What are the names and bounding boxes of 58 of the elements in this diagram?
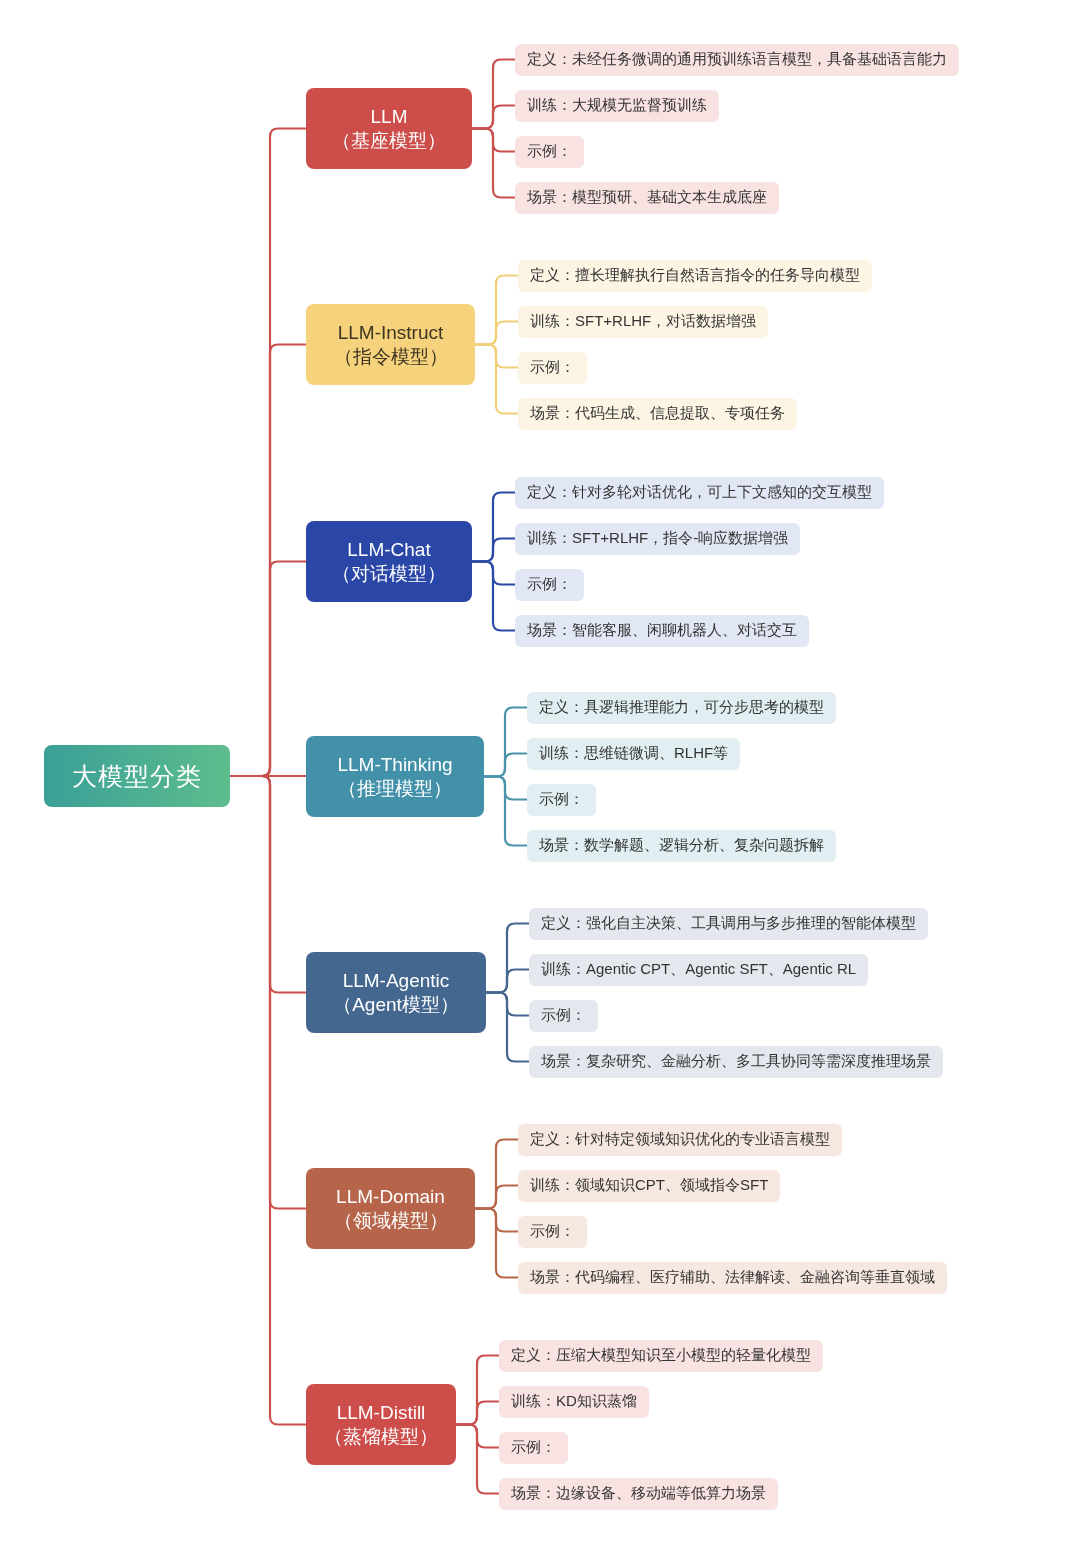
subtopic-node: 示例： — [529, 999, 598, 1032]
subtopic-node: 场景：数学解题、逻辑分析、复杂问题拆解 — [527, 829, 836, 862]
topic-title: LLM-Thinking — [337, 752, 453, 777]
brace-connector — [473, 1207, 520, 1279]
topic-subtitle: （推理模型） — [338, 776, 452, 801]
subtopic-node: 训练：Agentic CPT、Agentic SFT、Agentic RL — [529, 953, 869, 986]
subtopic-node: 训练：KD知识蒸馏 — [499, 1385, 649, 1418]
main-topic-node — [306, 1384, 456, 1465]
subtopic-node: 示例： — [527, 783, 596, 816]
main-topic-node — [306, 521, 472, 602]
subtopic-node: 示例： — [515, 135, 584, 168]
subtopic-node: 示例： — [499, 1431, 568, 1464]
subtopic-node: 定义：强化自主决策、工具调用与多步推理的智能体模型 — [529, 907, 928, 940]
brace-connector — [470, 560, 517, 632]
topic-title: LLM-Domain — [336, 1184, 445, 1209]
subtopic-node: 训练：思维链微调、RLHF等 — [527, 737, 741, 770]
subtopic-node: 场景：智能客服、闲聊机器人、对话交互 — [515, 614, 809, 647]
subtopic-node: 示例： — [518, 1215, 587, 1248]
main-topic-node — [306, 304, 475, 385]
topic-subtitle: （对话模型） — [332, 561, 446, 586]
subtopic-node: 训练：领域知识CPT、领域指令SFT — [518, 1169, 781, 1202]
subtopic-node: 定义：针对特定领域知识优化的专业语言模型 — [518, 1123, 842, 1156]
topic-subtitle: （指令模型） — [333, 344, 448, 369]
brace-connector — [454, 1423, 501, 1495]
topic-subtitle: （基座模型） — [332, 128, 446, 153]
subtopic-node: 示例： — [518, 351, 587, 384]
subtopic-node: 场景：代码编程、医疗辅助、法律解读、金融咨询等垂直领域 — [518, 1261, 947, 1294]
subtopic-node: 训练：大规模无监督预训练 — [515, 89, 719, 122]
subtopic-node: 场景：边缘设备、移动端等低算力场景 — [499, 1477, 778, 1510]
brace-connector — [482, 775, 529, 847]
subtopic-node: 训练：SFT+RLHF，指令-响应数据增强 — [515, 522, 801, 555]
subtopic-node: 示例： — [515, 568, 584, 601]
topic-title: LLM — [370, 104, 408, 129]
topic-subtitle: （领域模型） — [333, 1208, 448, 1233]
main-topic-node — [306, 952, 486, 1033]
subtopic-node: 定义：擅长理解执行自然语言指令的任务导向模型 — [518, 259, 872, 292]
central-topic-node — [44, 745, 230, 807]
subtopic-node: 定义：针对多轮对话优化，可上下文感知的交互模型 — [515, 476, 884, 509]
main-topic-node — [306, 736, 484, 817]
brace-connector — [473, 343, 520, 415]
subtopic-node: 训练：SFT+RLHF，对话数据增强 — [518, 305, 769, 338]
subtopic-node: 场景：复杂研究、金融分析、多工具协同等需深度推理场景 — [529, 1045, 943, 1078]
main-topic-node — [306, 88, 472, 169]
topic-subtitle: （Agent模型） — [333, 992, 459, 1017]
central-topic-title: 大模型分类 — [72, 760, 202, 792]
main-topic-node — [306, 1168, 475, 1249]
topic-subtitle: （蒸馏模型） — [324, 1424, 438, 1449]
topic-title: LLM-Instruct — [337, 320, 444, 345]
brace-connector — [470, 127, 517, 199]
subtopic-node: 定义：具逻辑推理能力，可分步思考的模型 — [527, 691, 836, 724]
subtopic-node: 场景：模型预研、基础文本生成底座 — [515, 181, 779, 214]
subtopic-node: 定义：压缩大模型知识至小模型的轻量化模型 — [499, 1339, 823, 1372]
topic-title: LLM-Agentic — [342, 968, 450, 993]
subtopic-node: 场景：代码生成、信息提取、专项任务 — [518, 397, 797, 430]
topic-title: LLM-Distill — [336, 1400, 426, 1425]
brace-connector — [484, 991, 531, 1063]
topic-title: LLM-Chat — [347, 537, 431, 562]
subtopic-node: 定义：未经任务微调的通用预训练语言模型，具备基础语言能力 — [515, 43, 959, 76]
